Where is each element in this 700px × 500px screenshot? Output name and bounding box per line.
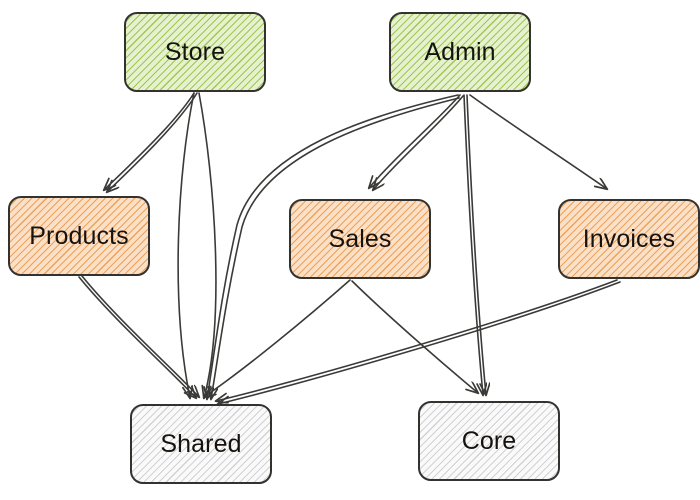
edge-invoices-shared <box>216 279 621 404</box>
edge-sales-shared <box>351 280 478 393</box>
edge-store-shared-b <box>198 92 217 398</box>
node-sales-label: Sales <box>328 224 392 253</box>
node-invoices[interactable]: Invoices <box>558 199 700 279</box>
edge-store-products <box>104 92 198 192</box>
node-shared[interactable]: Shared <box>130 404 272 484</box>
node-sales[interactable]: Sales <box>289 199 431 279</box>
node-invoices-label: Invoices <box>582 224 676 253</box>
edge-admin-sales <box>369 94 464 190</box>
edge-sales-core <box>204 279 351 397</box>
node-admin[interactable]: Admin <box>389 12 531 92</box>
edge-admin-core <box>463 94 486 395</box>
edge-store-shared-a <box>177 92 195 398</box>
node-admin-label: Admin <box>424 37 496 66</box>
edge-admin-invoices <box>469 94 607 189</box>
node-products[interactable]: Products <box>8 196 150 276</box>
node-store-label: Store <box>164 37 226 66</box>
node-core[interactable]: Core <box>418 401 560 481</box>
node-store[interactable]: Store <box>124 12 266 92</box>
node-core-label: Core <box>461 426 517 455</box>
edge-admin-shared <box>207 94 460 399</box>
node-products-label: Products <box>29 221 129 250</box>
edge-products-shared <box>78 275 199 398</box>
node-shared-label: Shared <box>160 429 242 458</box>
